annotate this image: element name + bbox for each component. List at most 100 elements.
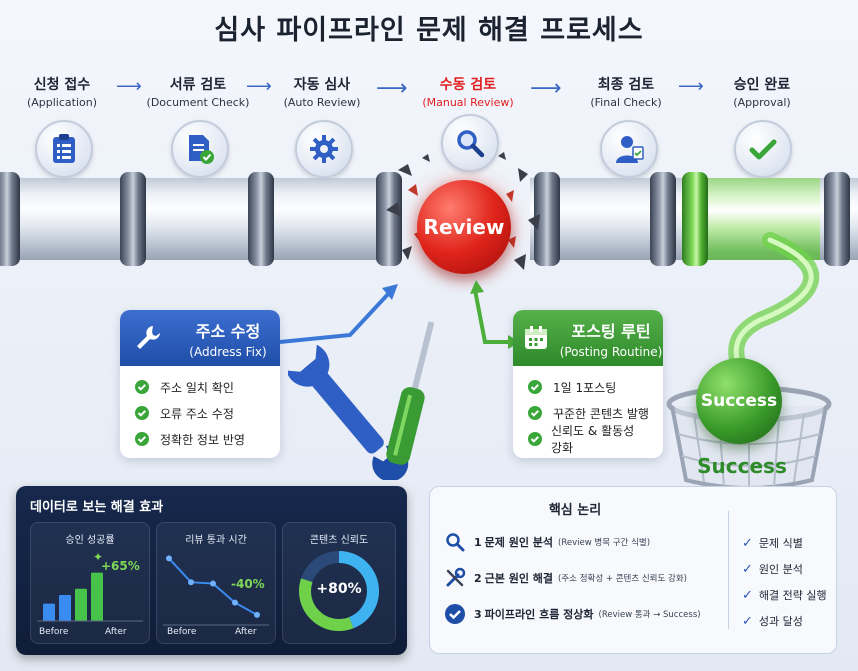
clipboard-icon: [35, 120, 93, 178]
logic-step-detail: (주소 정확성 + 콘텐츠 신뢰도 강화): [558, 574, 687, 584]
pipe-flange: [248, 172, 274, 266]
address-fix-subtitle: (Address Fix): [189, 344, 267, 359]
gear-icon: [295, 120, 353, 178]
stage-label: 승인 완료: [733, 77, 791, 93]
approval-rate-plot: ✦: [37, 550, 143, 622]
stage-approval: 승인 완료 (Approval): [702, 74, 822, 109]
pipe-flange: [0, 172, 20, 266]
stage-label: 최종 검토: [597, 77, 655, 93]
stage-label: 자동 심사: [293, 77, 351, 93]
sparkle-icon: ✦: [93, 550, 103, 564]
approval-bar: [43, 603, 55, 621]
content-trust-chart: 콘텐츠 신뢰도 +80%: [282, 522, 396, 644]
stage-final-check: 최종 검토 (Final Check): [566, 74, 686, 109]
item-label: 신뢰도 & 활동성 강화: [550, 424, 635, 455]
review-before-label: Before: [167, 627, 197, 637]
pipe-flange-green: [682, 172, 708, 266]
stage-sublabel: (Final Check): [590, 96, 662, 109]
check-icon: [134, 379, 154, 395]
result-label: 성과 달성: [758, 615, 803, 628]
check-icon: ✓: [742, 587, 753, 603]
pipe-flange: [650, 172, 676, 266]
posting-routine-item: 꾸준한 콘텐츠 발행: [527, 400, 649, 426]
stage-label: 수동 검토: [439, 77, 497, 93]
pipe-flange: [824, 172, 850, 266]
broken-pipe-debris: [386, 152, 540, 270]
content-trust-donut: [299, 551, 379, 631]
stage-label: 서류 검토: [169, 77, 227, 93]
flow-arrow: ⟶: [530, 76, 562, 101]
success-label: Success: [697, 454, 787, 478]
success-ball: Success: [696, 358, 782, 444]
review-time-point: [166, 555, 172, 562]
stage-document-check: 서류 검토 (Document Check): [138, 74, 258, 109]
review-time-point: [210, 580, 216, 587]
review-time-delta: -40%: [231, 577, 265, 591]
check-icon: [527, 431, 545, 447]
posting-routine-item: 1일 1포스팅: [527, 374, 649, 400]
checkmark-icon: [734, 120, 792, 178]
tools-icon: [442, 567, 468, 589]
content-trust-value: +80%: [316, 581, 362, 597]
check-circle-icon: [442, 603, 468, 625]
stage-manual-review: 수동 검토 (Manual Review): [408, 74, 528, 109]
pipe-flange: [120, 172, 146, 266]
logic-step-number: 2: [474, 571, 482, 585]
approval-after-label: After: [105, 627, 127, 637]
address-fix-header: 주소 수정 (Address Fix): [120, 310, 280, 366]
review-after-label: After: [235, 627, 257, 637]
approval-rate-chart: 승인 성공률 ✦ +65% Before After: [30, 522, 150, 644]
check-icon: [134, 431, 154, 447]
review-time-chart: 리뷰 통과 시간 -40% Before After: [156, 522, 276, 644]
flow-arrow: ⟶: [116, 76, 142, 97]
approval-bar: [59, 594, 71, 621]
posting-routine-header: 포스팅 루틴 (Posting Routine): [513, 310, 663, 366]
page-title: 심사 파이프라인 문제 해결 프로세스: [214, 15, 644, 46]
logic-step: 1 문제 원인 분석 (Review 병목 구간 식별): [442, 529, 732, 555]
flow-arrow: ⟶: [246, 76, 272, 97]
address-fix-item: 오류 주소 수정: [134, 400, 266, 426]
magnifier-icon: [441, 114, 499, 172]
logic-step: 3 파이프라인 흐름 정상화 (Review 통과 → Success): [442, 601, 732, 627]
result-item: ✓성과 달성: [742, 611, 832, 631]
logic-step: 2 근본 원인 해결 (주소 정확성 + 콘텐츠 신뢰도 강화): [442, 565, 732, 591]
check-icon: ✓: [742, 561, 753, 577]
logic-divider: [728, 511, 729, 629]
result-item: ✓ 원인 분석: [742, 559, 832, 579]
stage-sublabel: (Document Check): [146, 96, 250, 109]
logic-step-title: 근본 원인 해결: [484, 572, 554, 585]
document-check-icon: [171, 120, 229, 178]
logic-step-number: 1: [474, 535, 482, 549]
result-label: 해결 전략 실행: [758, 589, 827, 602]
check-icon: [527, 379, 547, 395]
approval-before-label: Before: [39, 627, 69, 637]
posting-routine-item: 신뢰도 & 활동성 강화: [527, 424, 649, 455]
stage-auto-review: 자동 심사 (Auto Review): [262, 74, 382, 109]
item-label: 주소 일치 확인: [160, 380, 234, 395]
approval-rate-delta: +65%: [101, 559, 140, 573]
approval-bar: [91, 572, 103, 621]
review-time-plot: [163, 555, 269, 626]
pipe-flange: [376, 172, 402, 266]
donut-segment-blue: [299, 551, 379, 631]
logic-step-detail: (Review 통과 → Success): [598, 610, 701, 620]
result-item: ✓문제 식별: [742, 533, 832, 553]
logic-step-title: 문제 원인 분석: [484, 536, 554, 549]
logic-step-number: 3: [474, 607, 482, 621]
stage-sublabel: (Application): [26, 96, 98, 109]
flow-arrow: ⟶: [376, 76, 408, 101]
review-time-title: 리뷰 통과 시간: [185, 535, 247, 546]
wrench-screwdriver-illustration: [288, 321, 435, 480]
check-icon: [527, 405, 547, 421]
address-fix-item: 정확한 정보 반영: [134, 426, 266, 452]
data-effect-panel: 데이터로 보는 해결 효과 승인 성공률 ✦ +65% Before After…: [16, 486, 407, 655]
fix-connector-arrows: [279, 280, 520, 349]
address-fix-item: 주소 일치 확인: [134, 374, 266, 400]
search-icon: [442, 532, 468, 552]
success-pipe: [728, 232, 820, 378]
stage-application: 신청 접수 (Application): [2, 74, 122, 109]
posting-routine-title: 포스팅 루틴: [571, 321, 651, 341]
result-label: 원인 분석: [758, 563, 803, 576]
item-label: 오류 주소 수정: [160, 406, 234, 421]
pipe-left-segment: [0, 178, 395, 260]
